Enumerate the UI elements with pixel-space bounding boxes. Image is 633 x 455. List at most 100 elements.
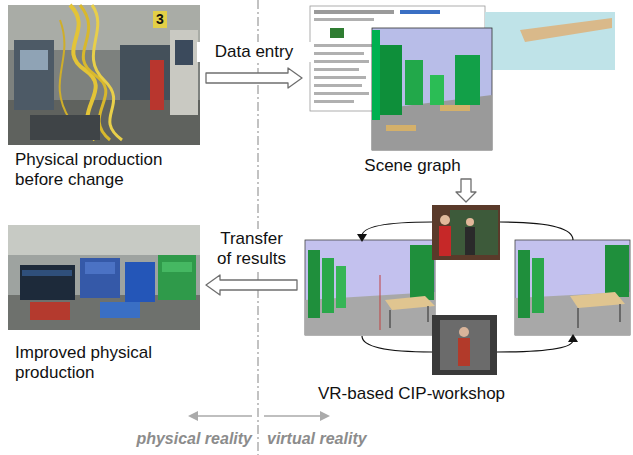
drawn-polygon bbox=[568, 334, 578, 342]
drawn-polygon bbox=[188, 411, 198, 421]
workshop-photo-bottom bbox=[432, 315, 497, 375]
drawn-rect bbox=[455, 55, 480, 105]
drawn-rect bbox=[150, 60, 164, 110]
drawn-rect bbox=[450, 210, 498, 255]
drawn-rect bbox=[170, 30, 198, 115]
drawn-rect bbox=[314, 76, 366, 79]
drawn-circle bbox=[466, 218, 474, 226]
drawn-rect bbox=[314, 100, 354, 103]
drawn-polygon bbox=[320, 411, 330, 421]
drawn-line bbox=[380, 275, 381, 330]
drawn-rect bbox=[400, 10, 440, 14]
drawn-rect bbox=[432, 315, 497, 375]
drawn-path bbox=[362, 222, 432, 236]
drawn-rect bbox=[314, 60, 369, 63]
edge-label: Transfer of results bbox=[210, 229, 294, 269]
photo-node: Scene graph bbox=[305, 5, 520, 176]
drawn-rect bbox=[314, 68, 359, 71]
vr-view-left bbox=[305, 240, 435, 335]
drawn-rect bbox=[372, 30, 380, 120]
drawn-rect bbox=[162, 262, 192, 272]
factory-photo-after bbox=[8, 225, 200, 330]
drawn-rect bbox=[158, 255, 196, 300]
drawn-rect bbox=[405, 60, 423, 105]
region-label: physical reality bbox=[136, 429, 252, 449]
drawn-rect bbox=[314, 92, 369, 95]
drawn-polygon bbox=[357, 234, 367, 242]
drawn-line bbox=[577, 308, 579, 328]
cycle-arrows bbox=[357, 222, 578, 352]
drawn-rect bbox=[430, 75, 444, 105]
workshop-photo-top bbox=[432, 205, 500, 260]
drawn-rect bbox=[314, 84, 362, 87]
drawn-rect bbox=[330, 28, 344, 38]
node-caption: VR-based CIP-workshop bbox=[318, 384, 633, 404]
drawn-rect bbox=[175, 40, 193, 65]
drawn-rect bbox=[80, 258, 120, 298]
drawn-line bbox=[427, 306, 429, 322]
node-caption: Physical production before change bbox=[15, 150, 203, 190]
photo-node: Improved physical production bbox=[8, 225, 203, 383]
drawn-rect bbox=[8, 295, 200, 330]
drawn-rect bbox=[30, 302, 70, 320]
region-label: virtual reality bbox=[267, 429, 367, 449]
sign-number: 3 bbox=[153, 11, 167, 28]
node-caption: Scene graph bbox=[305, 156, 520, 176]
drawn-rect bbox=[8, 225, 200, 330]
block-arrow bbox=[206, 68, 302, 88]
drawn-rect bbox=[20, 265, 75, 300]
drawn-rect bbox=[440, 105, 470, 111]
drawn-path bbox=[362, 336, 432, 352]
drawn-rect bbox=[85, 262, 115, 274]
drawn-path bbox=[60, 20, 70, 120]
drawn-rect bbox=[30, 115, 100, 140]
drawn-line bbox=[389, 310, 391, 328]
vr-view-right bbox=[515, 240, 630, 335]
drawn-path bbox=[497, 340, 573, 352]
drawn-circle bbox=[440, 215, 450, 225]
drawn-rect bbox=[465, 227, 475, 255]
drawn-rect bbox=[432, 205, 500, 260]
drawn-rect bbox=[336, 266, 346, 308]
drawn-rect bbox=[372, 28, 492, 150]
drawn-rect bbox=[485, 12, 615, 70]
scene-graph-screens bbox=[310, 6, 615, 150]
drawn-rect bbox=[20, 50, 48, 70]
edge-label: Data entry bbox=[197, 42, 311, 62]
drawn-rect bbox=[314, 52, 364, 55]
drawn-rect bbox=[22, 270, 72, 276]
block-arrow bbox=[456, 179, 476, 202]
drawn-circle bbox=[459, 327, 469, 337]
drawn-rect bbox=[458, 338, 470, 366]
drawn-rect bbox=[532, 258, 544, 313]
node-caption: Improved physical production bbox=[15, 343, 203, 383]
drawn-rect bbox=[305, 240, 435, 335]
drawn-rect bbox=[605, 245, 629, 297]
drawn-rect bbox=[515, 240, 630, 335]
drawn-rect bbox=[125, 262, 155, 302]
drawn-rect bbox=[440, 320, 490, 370]
drawn-rect bbox=[386, 125, 416, 131]
drawn-rect bbox=[14, 40, 54, 110]
drawn-rect bbox=[314, 10, 394, 14]
drawn-line bbox=[194, 415, 252, 417]
drawn-polygon bbox=[520, 18, 612, 42]
block-arrow bbox=[206, 275, 297, 295]
drawn-rect bbox=[322, 258, 334, 313]
drawn-path bbox=[500, 222, 573, 240]
drawn-rect bbox=[314, 44, 374, 47]
drawn-rect bbox=[314, 18, 374, 21]
drawn-line bbox=[619, 304, 621, 322]
divider-line bbox=[257, 0, 258, 455]
drawn-rect bbox=[518, 250, 530, 318]
factory-photo-before bbox=[8, 5, 200, 145]
photo-node: VR-based CIP-workshop bbox=[300, 205, 633, 404]
drawn-rect bbox=[410, 245, 434, 300]
drawn-rect bbox=[100, 302, 140, 318]
reality-arrows bbox=[188, 411, 330, 421]
drawn-rect bbox=[8, 225, 200, 255]
drawn-rect bbox=[308, 250, 320, 318]
drawn-rect bbox=[380, 45, 402, 115]
